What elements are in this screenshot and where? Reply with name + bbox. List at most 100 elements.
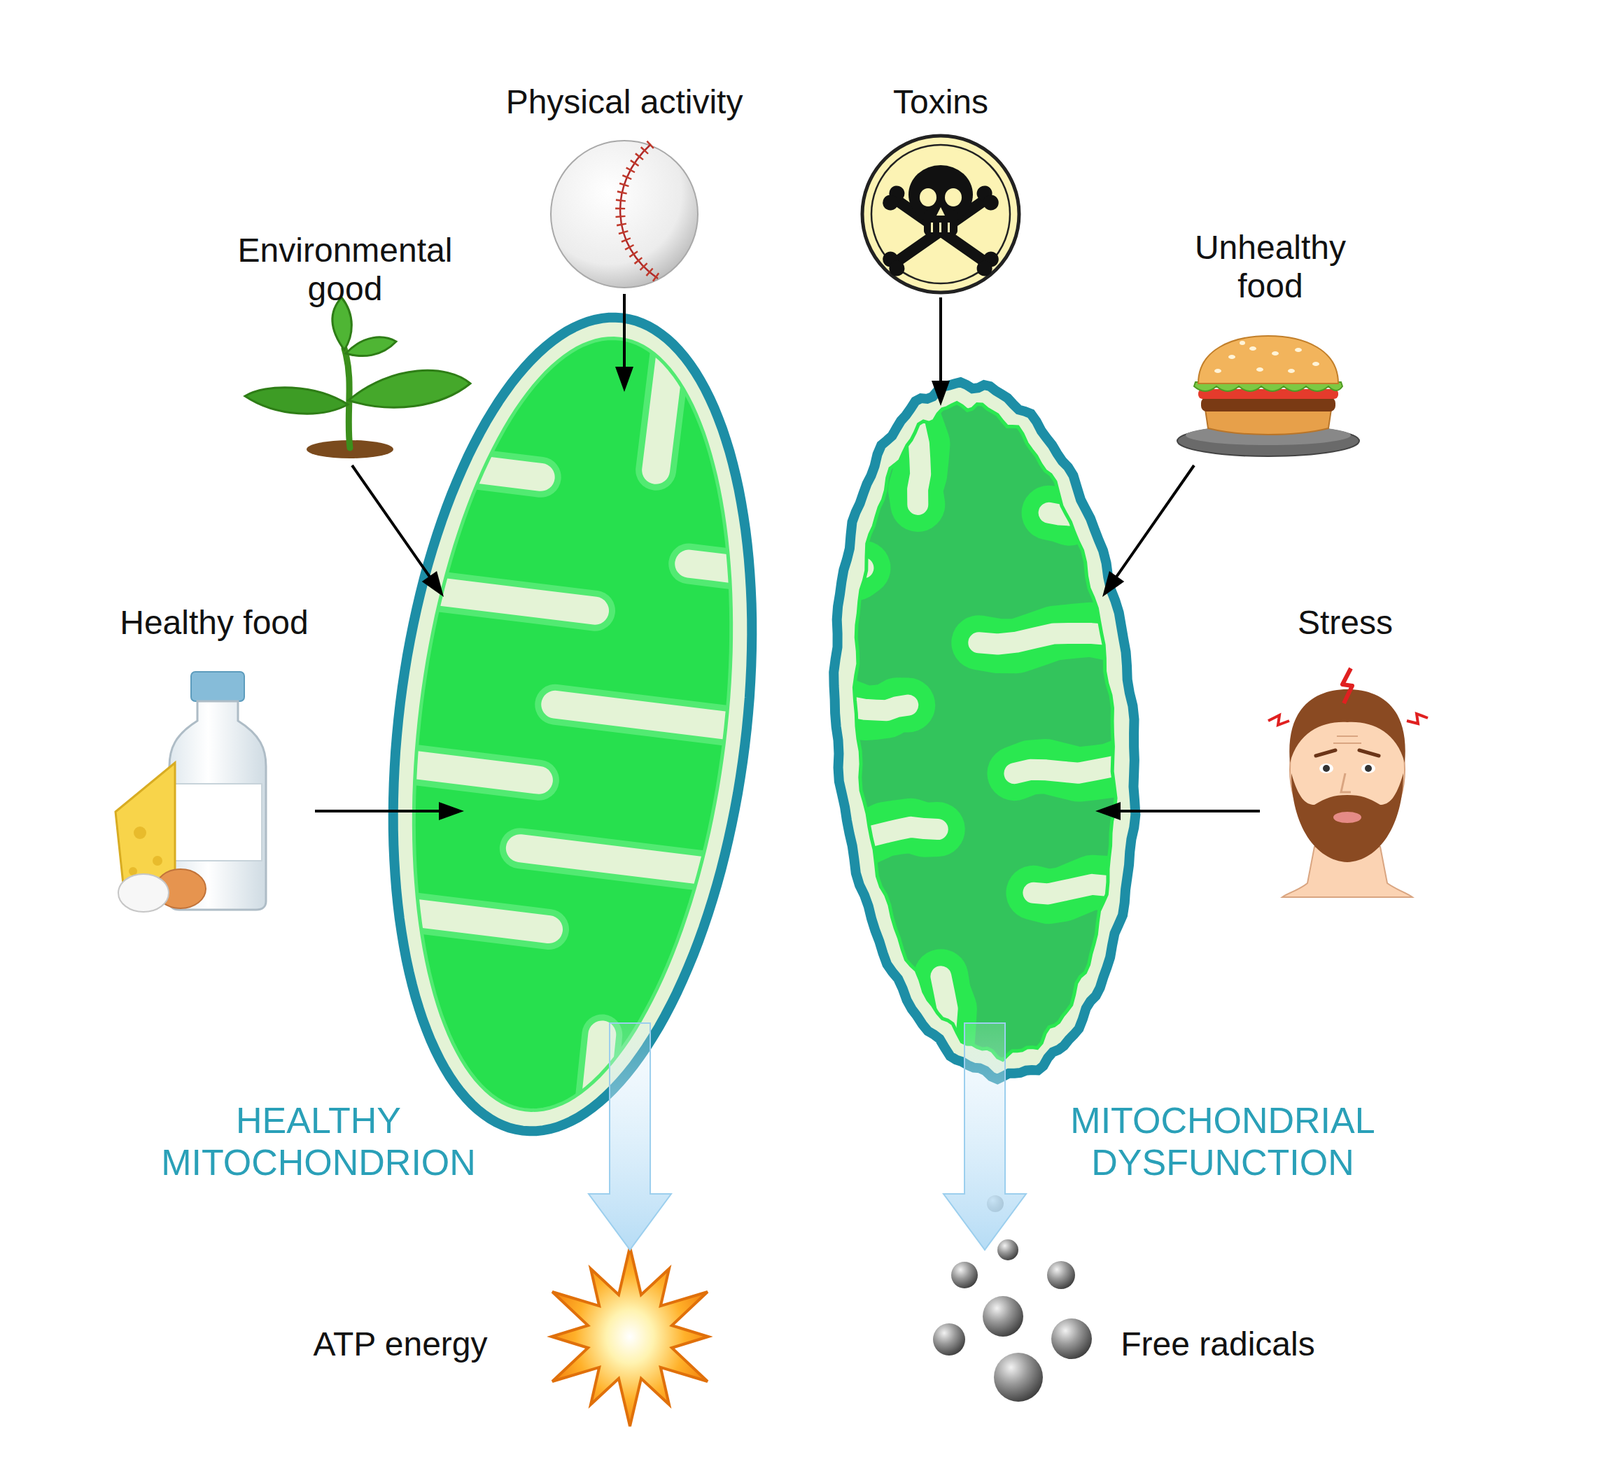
arrow-line [939,297,943,383]
effect-arrow [1095,802,1260,821]
skull-icon [979,191,1002,214]
mitochondrion-shape [978,627,1149,647]
free-radical-spheres [1051,1318,1092,1360]
stress-face-icon [1342,668,1353,704]
free-radical-spheres [993,1352,1043,1402]
dairy-icon [118,874,169,912]
mitochondrion-shape [373,320,772,1129]
mitochondrion-shape [354,905,549,930]
mitochondrion-shape [908,368,926,505]
plant-icon [244,387,348,414]
free-radical-spheres [951,1261,978,1289]
effect-arrow [931,297,950,406]
mitochondrion-shape [372,759,539,780]
burger-icon [1239,340,1246,346]
free-radical-spheres [932,1195,1092,1402]
mitochondrion-shape [655,289,679,471]
effect-arrow [615,293,634,392]
mitochondrion-node: HEALTHY MITOCHONDRION [391,307,756,1141]
effect-arrow [352,465,444,598]
mitochondrion-shape [809,701,908,717]
factor-node: Environmental good [223,223,476,466]
mitochondrion-shape [408,461,542,478]
burger-icon [1294,347,1302,353]
mitochondrion-shape [584,1034,606,1181]
dairy-icon [173,783,262,861]
mitochondrion-shape [1014,759,1158,778]
node-label: Physical activity [506,82,744,122]
dairy-icon [115,671,266,912]
dairy-icon [133,826,147,840]
output-arrow [943,1023,1027,1251]
factor-node: Healthy food [104,594,315,917]
mitochondrion-shape [393,585,595,611]
mitochondrion-shape [1033,876,1167,900]
node-label: Toxins [893,82,989,122]
burger-icon [1198,335,1339,384]
mitochondrion-shape [372,759,539,780]
mitochondrion-shape [584,1034,606,1181]
mitochondrion-node: MITOCHONDRIAL DYSFUNCTION [825,381,1148,1082]
mitochondrion-shape [555,704,771,732]
mitochondrion-shape [354,905,549,930]
arrowhead [1095,802,1121,821]
free-radical-spheres [986,1195,1004,1213]
mitochondrion-shape [655,289,679,471]
skull-icon [871,144,1010,284]
mitochondrion-shape [317,258,828,1198]
skull-icon [930,222,933,233]
node-label: Healthy food [119,603,309,642]
factor-node: Stress [1259,594,1442,917]
stress-face-icon [1333,811,1362,824]
free-radical-spheres [997,1239,1019,1261]
arrowhead [615,366,634,392]
mitochondrion-shape [688,564,790,577]
energy-burst-icon [551,1247,709,1427]
dairy-icon [191,671,245,702]
node-label: Stress [1297,603,1393,642]
free-radical-spheres [982,1296,1024,1337]
burger-icon [1201,397,1336,412]
mitochondrion-shape [317,258,828,1198]
node-label: Environmental good [229,230,461,308]
arrowhead [422,571,444,598]
stress-face-icon [1406,713,1428,724]
mitochondrion-shape [937,976,956,1124]
factor-node: Toxins [846,73,1035,298]
arrowhead [438,802,465,821]
burger-icon [1271,351,1279,356]
mitochondrion-shape [818,825,938,842]
skull-icon [919,188,937,207]
mitochondrion-shape [800,561,864,580]
stress-face-icon [1364,765,1372,773]
skull-icon [947,222,950,233]
mitochondrion-shape [800,564,864,577]
stress-face-icon [1361,763,1376,774]
burger-icon [1205,409,1332,435]
burger-icon [1214,340,1320,374]
dairy-icon [152,855,163,866]
plant-icon [244,297,471,459]
output-arrow-shape [588,1023,672,1251]
node-label: Unhealthy food [1179,228,1362,306]
plant-icon [344,348,350,448]
burger-icon [1214,368,1222,374]
stress-face-icon [1319,763,1334,774]
skull-icon [944,188,962,207]
burger-icon [1228,354,1236,360]
output-node: Free radicals [923,1189,1358,1414]
burger-icon [1256,367,1264,372]
output-node: ATP energy [293,1245,742,1428]
burger-icon [1312,361,1320,367]
skull-icon [973,257,996,280]
skull-icon [908,165,973,224]
factor-node: Physical activity [531,73,717,294]
arrow-line [1119,809,1260,813]
mitochondrion-shape [782,344,1188,1132]
mitochondrion-shape [934,976,959,1125]
mitochondrion-shape [319,265,826,1184]
factor-node: Unhealthy food [1161,223,1386,466]
